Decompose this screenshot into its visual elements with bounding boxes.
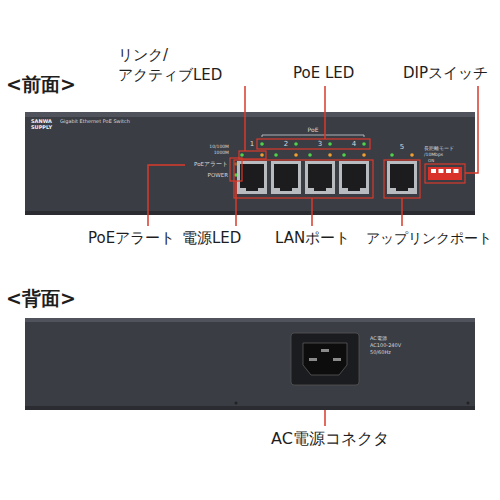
led-legend: 10/100M: [209, 144, 229, 149]
brand-logo: SANWA SUPPLY: [31, 118, 55, 130]
model-name: Gigabit Ethernet PoE Switch: [60, 119, 130, 125]
rating-text: AC電源: [370, 336, 387, 342]
port-number: 4: [352, 141, 356, 148]
port-number: 1: [250, 141, 254, 148]
led-legend: 1000M: [214, 150, 229, 155]
front-panel: [25, 112, 475, 215]
callout-label: リンク/ アクティブLED: [118, 45, 258, 85]
callout-label: PoE LED: [293, 65, 354, 82]
callout-label: アップリンクポート: [366, 230, 492, 246]
group-label: PoE: [308, 127, 319, 134]
callout-label: PoEアラート: [88, 230, 175, 247]
highlight-boxes: [230, 139, 465, 198]
callout-label: LANポート: [275, 230, 350, 247]
port-number: 5: [400, 144, 404, 151]
led-name: PoEアラート: [194, 161, 228, 167]
section-heading: <前面>: [6, 74, 76, 96]
section-heading: <背面>: [6, 288, 76, 310]
rating-text: AC100-240V: [370, 343, 401, 349]
port-number: 3: [318, 141, 322, 148]
led-name: POWER: [208, 172, 228, 178]
rating-text: 50/60Hz: [370, 350, 391, 356]
dip-label: 長距離モード /10Mbps: [424, 146, 464, 157]
callout-label: DIPスイッチ: [403, 65, 488, 82]
port-number: 2: [284, 141, 288, 148]
callout-label: 電源LED: [182, 230, 241, 247]
dip-label: ON: [428, 159, 434, 164]
back-panel: [25, 318, 475, 410]
callout-label: AC電源コネクタ: [271, 430, 389, 448]
